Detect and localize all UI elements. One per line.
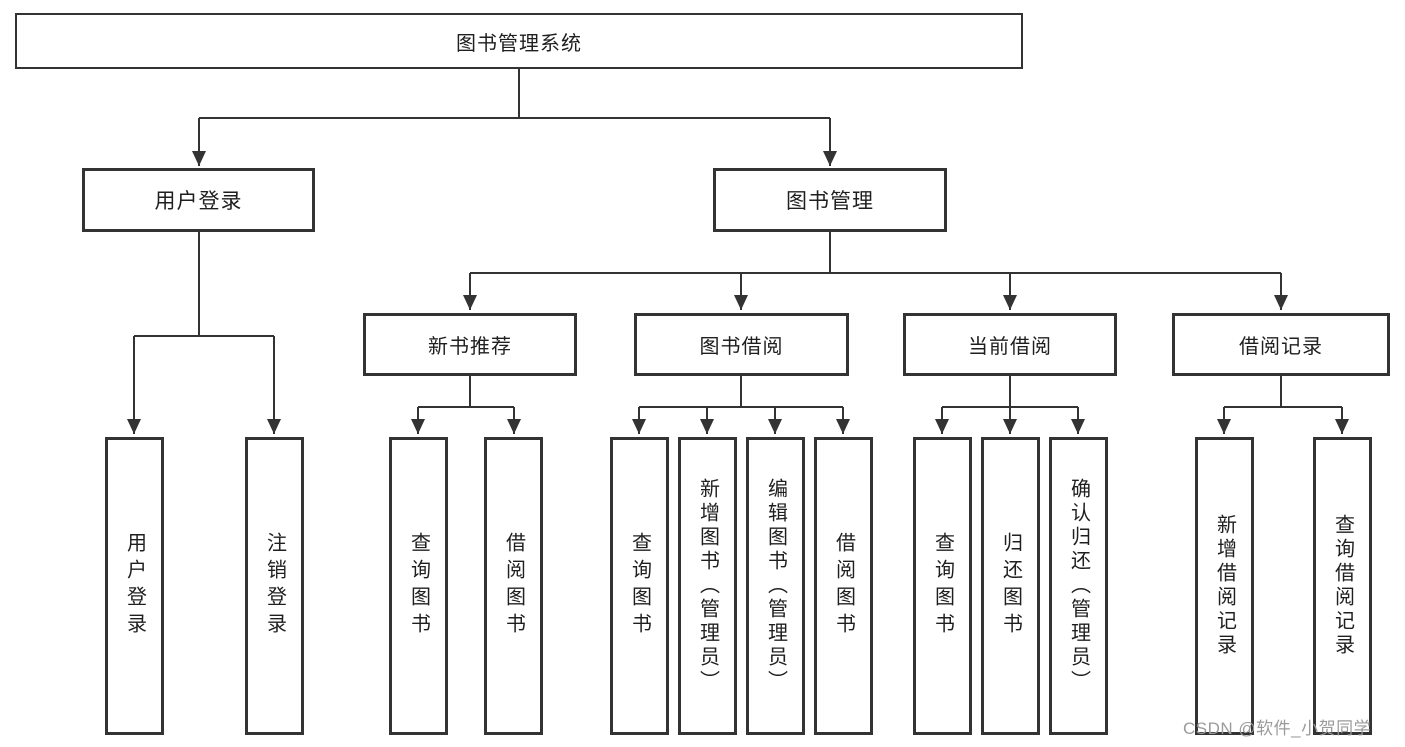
node-book-borrowing: 图书借阅 [634, 313, 849, 376]
node-borrowing-records: 借阅记录 [1172, 313, 1390, 376]
csdn-watermark: CSDN @软件_小贺同学 [1183, 719, 1372, 738]
leaf-add-books-admin: 新增图书（管理员） [678, 437, 737, 735]
leaf-user-login: 用户登录 [105, 437, 164, 735]
leaf-logout: 注销登录 [245, 437, 304, 735]
leaf-query-books-rec: 查询图书 [389, 437, 448, 735]
leaf-edit-books-admin: 编辑图书（管理员） [746, 437, 805, 735]
leaf-borrow-books: 借阅图书 [814, 437, 873, 735]
leaf-borrow-books-rec: 借阅图书 [484, 437, 543, 735]
node-library-management-system: 图书管理系统 [15, 13, 1023, 69]
node-user-login: 用户登录 [82, 168, 315, 232]
node-book-management: 图书管理 [713, 168, 947, 232]
leaf-return-books: 归还图书 [981, 437, 1040, 735]
leaf-confirm-return-admin: 确认归还（管理员） [1049, 437, 1108, 735]
leaf-query-books-borrow: 查询图书 [610, 437, 669, 735]
node-current-borrowing: 当前借阅 [903, 313, 1117, 376]
leaf-query-books-current: 查询图书 [913, 437, 972, 735]
leaf-query-borrow-record: 查询借阅记录 [1313, 437, 1372, 735]
node-new-book-recommendation: 新书推荐 [363, 313, 577, 376]
leaf-add-borrow-record: 新增借阅记录 [1195, 437, 1254, 735]
